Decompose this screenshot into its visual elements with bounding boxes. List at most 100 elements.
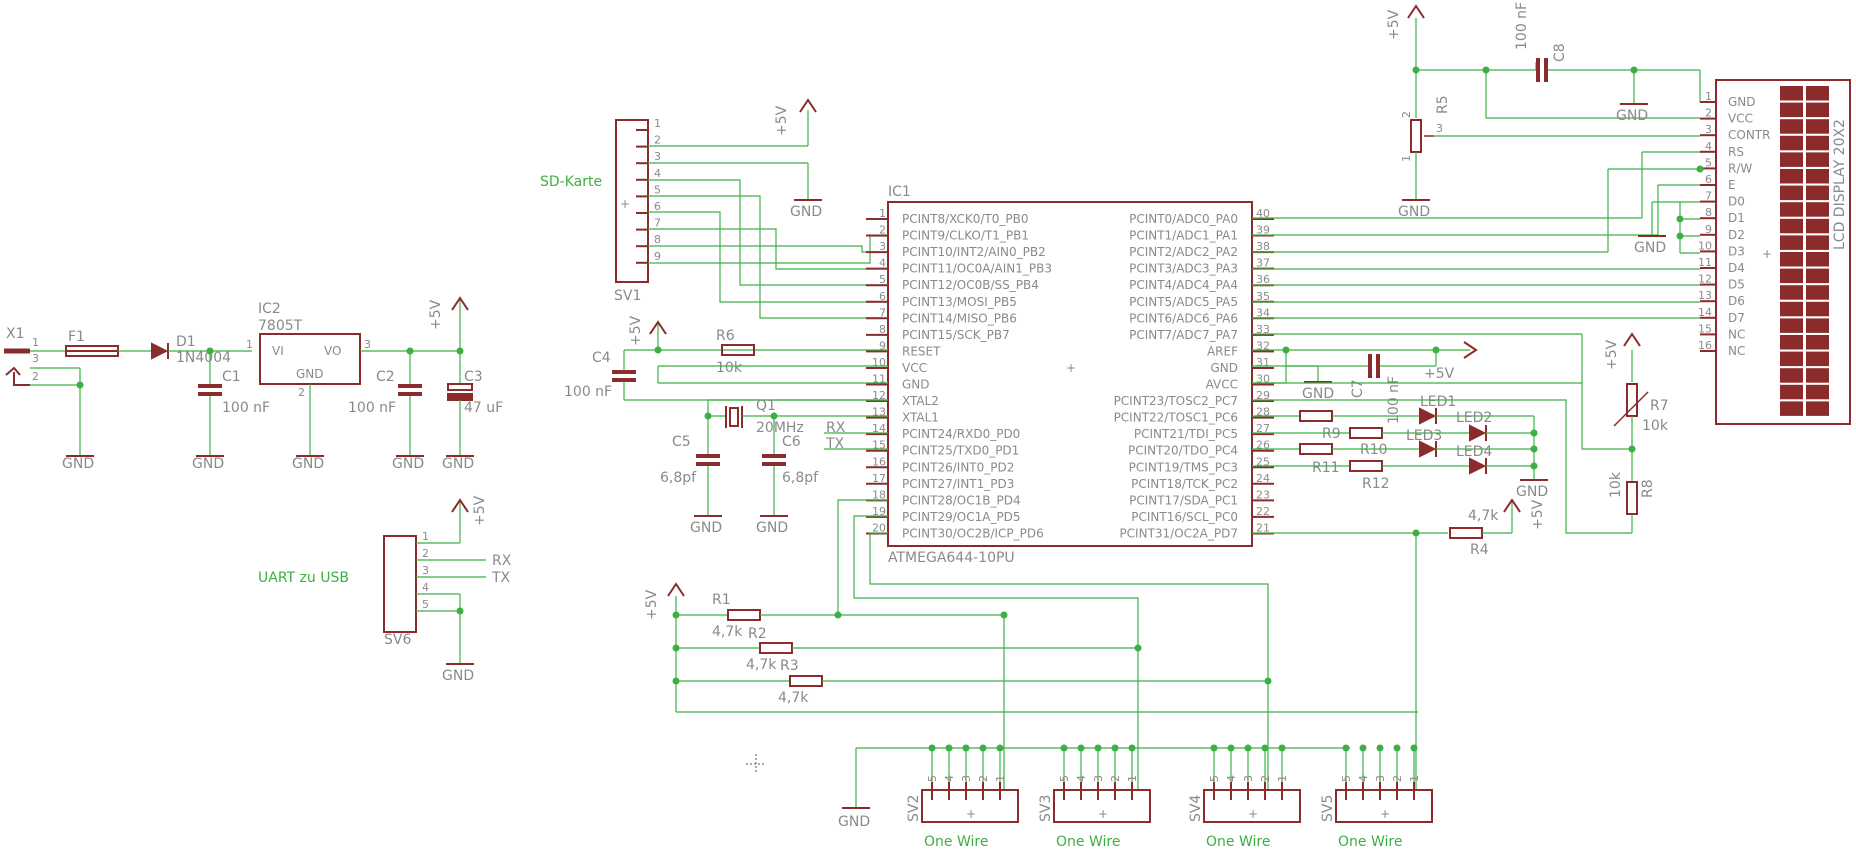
ic1-pin-name: PCINT27/INT1_PD3 <box>902 477 1014 491</box>
lcd-pin-number: 14 <box>1698 306 1712 319</box>
x1-switch <box>5 366 30 386</box>
lcd-char-cell <box>1806 169 1829 184</box>
led-section: R9 LED1 R10 LED2 R11 LED3 R12 LED4 <box>1252 394 1548 500</box>
r7-value: 10k <box>1642 418 1669 434</box>
ic1-pin-number: 2 <box>879 224 886 237</box>
r2-label: R2 <box>748 626 767 642</box>
ic1-pin-number: 3 <box>879 240 886 253</box>
lcd-char-cell <box>1806 335 1829 350</box>
contrast-circuit: +5V R7 10k R8 10k <box>1252 332 1669 534</box>
sv1-pin-num: 9 <box>654 250 661 263</box>
ic1-pin-name: VCC <box>902 361 927 375</box>
gnd-label: GND <box>790 204 822 220</box>
lcd-char-cell <box>1780 86 1803 101</box>
led2 <box>1469 424 1487 442</box>
c8-value: 100 nF <box>1514 2 1530 50</box>
lcd-pin-name: E <box>1728 178 1736 192</box>
lcd-char-cell <box>1780 384 1803 400</box>
ic1-pin-name: PCINT15/SCK_PB7 <box>902 328 1010 342</box>
sv1-pin-num: 4 <box>654 167 661 180</box>
gnd-label: GND <box>838 814 870 830</box>
uart-label: UART zu USB <box>258 570 349 586</box>
r8-value: 10k <box>1608 471 1624 498</box>
ic1-pin-name: PCINT29/OC1A_PD5 <box>902 510 1021 524</box>
lcd-char-cell <box>1780 119 1803 134</box>
origin-cross: + <box>1248 807 1258 821</box>
ic2-value: 7805T <box>258 318 303 334</box>
sv6-label: SV6 <box>384 632 411 648</box>
lcd-pin-number: 4 <box>1705 140 1712 153</box>
lcd-char-cell <box>1780 218 1803 234</box>
c7-label: C7 <box>1350 379 1366 398</box>
aref-circuit: +5V GND C7 100 nF <box>1252 341 1478 424</box>
ic1-pin-number: 32 <box>1256 339 1270 352</box>
r7-label: R7 <box>1650 398 1669 414</box>
lcd-char-cell <box>1780 301 1803 317</box>
origin-cross: + <box>1066 361 1076 375</box>
gnd-label: GND <box>62 456 94 472</box>
ic1-pin-number: 13 <box>872 406 886 419</box>
c8-label: C8 <box>1552 43 1568 62</box>
lcd-char-cell <box>1780 335 1803 350</box>
ic1-pin-number: 12 <box>872 389 886 402</box>
ic1-body <box>887 201 1253 547</box>
connector-pin-num: 2 <box>1259 775 1272 782</box>
lcd-pin-number: 3 <box>1705 123 1712 136</box>
ic1-pin-number: 16 <box>872 455 886 468</box>
x1-label: X1 <box>6 326 25 342</box>
capacitor-c3 <box>447 383 473 391</box>
lcd-char-cell <box>1806 119 1829 134</box>
power-supply-section: X1 1 3 2 GND F1 D1 1N4004 C1 100 nF GND <box>4 296 503 472</box>
tx-label: TX <box>491 570 511 586</box>
lcd-pin-name: R/W <box>1728 161 1752 175</box>
gnd-label: GND <box>1398 204 1430 220</box>
lcd-char-cell <box>1780 351 1803 367</box>
vcc-label: +5V <box>1604 339 1620 370</box>
sv4-label: SV4 <box>1188 795 1204 822</box>
ic1-pin-number: 29 <box>1256 389 1270 402</box>
lcd-char-cell <box>1780 102 1803 118</box>
lcd-pin-number: 12 <box>1698 273 1712 286</box>
c1-label: C1 <box>222 369 241 385</box>
ic1-value: ATMEGA644-10PU <box>888 550 1015 566</box>
ic1-pin-name: PCINT12/OC0B/SS_PB4 <box>902 278 1039 292</box>
lcd-char-cell <box>1780 235 1803 250</box>
sv6-pin-num: 4 <box>422 581 429 594</box>
ic1-pin-name: AREF <box>1207 344 1238 358</box>
resistor-r8 <box>1626 481 1638 515</box>
r1-value: 4,7k <box>712 624 743 640</box>
diode-d1 <box>151 342 169 360</box>
ic1-pin-name: PCINT10/INT2/AIN0_PB2 <box>902 245 1046 259</box>
ic1-pin-name: PCINT21/TDI_PC5 <box>1134 427 1238 441</box>
ic1-pin-name: PCINT2/ADC2_PA2 <box>1129 245 1238 259</box>
connector-pin-num: 5 <box>926 775 939 782</box>
ic1-pin-number: 6 <box>879 290 886 303</box>
lcd-pin-name: NC <box>1728 344 1745 358</box>
ic1-pin-name: PCINT11/OC0A/AIN1_PB3 <box>902 262 1052 276</box>
lcd-char-cell <box>1806 351 1829 367</box>
lcd-pin-number: 11 <box>1698 256 1712 269</box>
ic2-label: IC2 <box>258 301 281 317</box>
ic1-pin-name: PCINT14/MISO_PB6 <box>902 311 1017 325</box>
lcd-character-grid <box>1780 86 1829 416</box>
sv1-pin-num: 3 <box>654 150 661 163</box>
ic1-pin-number: 30 <box>1256 373 1270 386</box>
ic1-pin-name: RESET <box>902 344 941 358</box>
header-sv5 <box>1335 789 1433 823</box>
ic1-pin-number: 14 <box>872 422 886 435</box>
ic1-pin-name: PCINT4/ADC4_PA4 <box>1129 278 1238 292</box>
crosshair-cursor-icon <box>746 754 766 774</box>
ic1-pin-number: 15 <box>872 439 886 452</box>
c5-label: C5 <box>672 434 691 450</box>
connector-pin-num: 4 <box>1075 775 1088 782</box>
connector-pin-num: 2 <box>1391 775 1404 782</box>
crystal-circuit: Q1 20MHz C5 6,8pf GND C6 6,8pf GND RX TX <box>660 398 888 536</box>
gnd-label: GND <box>1634 240 1666 256</box>
resistor-r6 <box>721 344 755 356</box>
tx-label: TX <box>825 436 845 452</box>
lcd-label: LCD DISPLAY 20X2 <box>1832 119 1848 250</box>
